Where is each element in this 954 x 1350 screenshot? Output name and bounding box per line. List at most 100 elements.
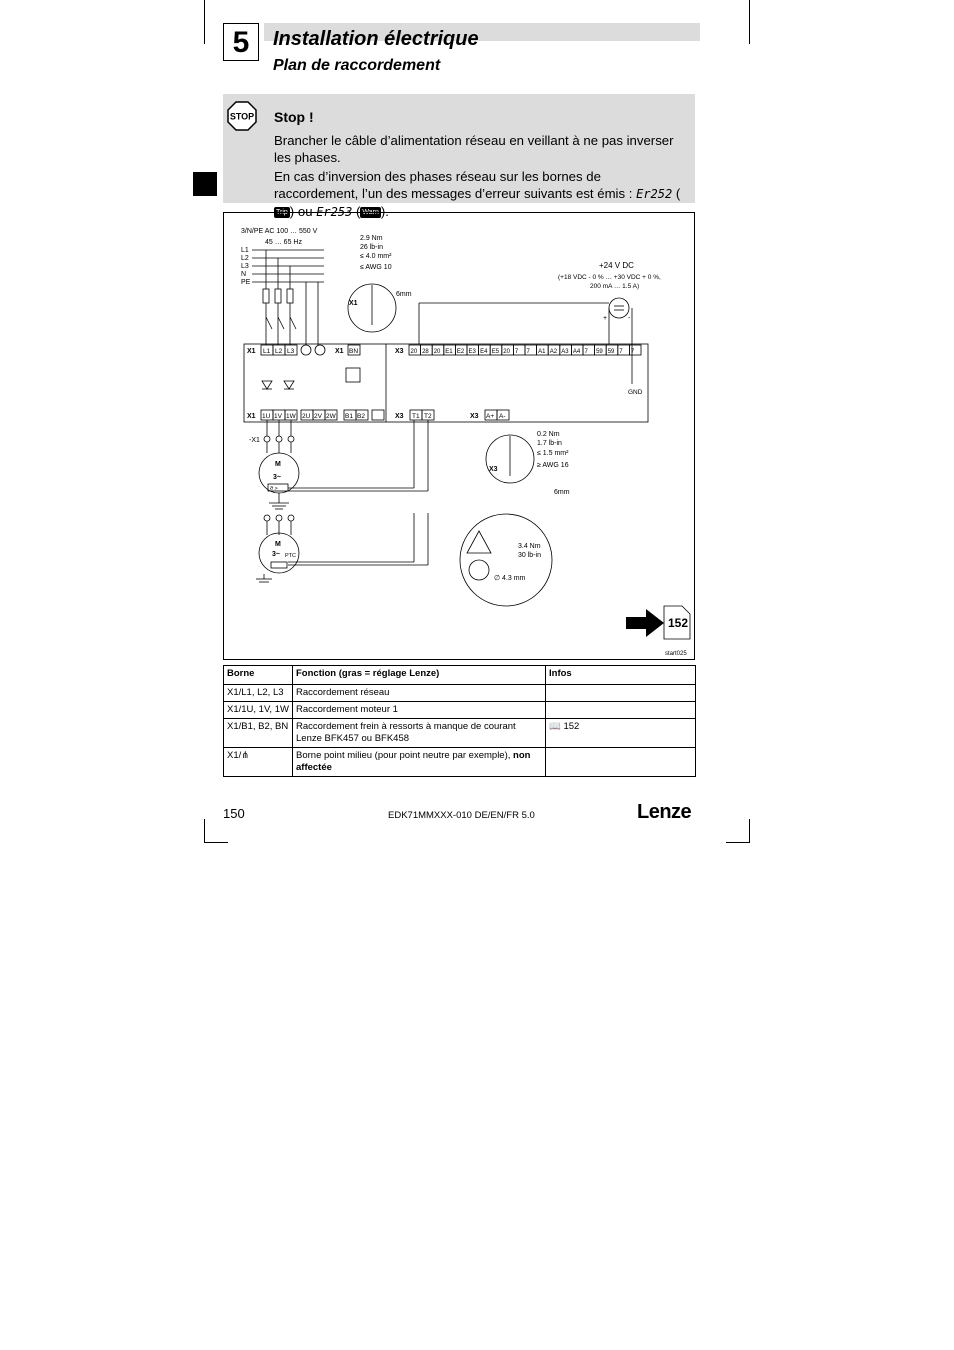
phase-label: PE [241,279,251,286]
dc-spec-2: 200 mA … 1.5 A) [590,283,639,290]
x3-bubble-label: X3 [489,466,498,473]
strip-length-label: 6mm [554,489,570,496]
pe-torque-label: 3.4 Nm [518,543,541,550]
torque-label: ≤ AWG 10 [360,264,392,271]
table-row: X1/L1, L2, L3 Raccordement réseau [223,684,696,702]
crop-mark [204,842,228,843]
wiring-diagram: 3/N/PE AC 100 … 550 V 45 … 65 Hz L1 L2 L… [223,212,695,660]
x1-label: X1 [247,348,256,355]
terminal-label: 1U [262,413,271,420]
terminal-label: 1W [286,413,297,420]
terminal-label: B2 [357,413,365,420]
phase-label: L2 [241,255,249,262]
torque-label: 26 lb-in [360,244,383,251]
torque-label: 0.2 Nm [537,431,560,438]
book-icon: 📖 [549,721,561,732]
torque-label: ≤ 4.0 mm² [360,253,392,260]
x3-label: X3 [395,348,404,355]
motor-phase: 3~ [273,474,281,481]
terminal-label: 2W [326,413,337,420]
phase-label: L1 [241,247,249,254]
terminal-label: E5 [492,349,500,355]
terminal-label: 1V [274,413,283,420]
terminal-label: 7 [515,349,519,355]
motor-terminal-label: -X1 [249,437,260,444]
document-reference: EDK71MMXXX-010 DE/EN/FR 5.0 [388,810,535,821]
terminal-table: Borne Fonction (gras = réglage Lenze) In… [223,665,696,777]
terminal-label: L3 [287,348,295,355]
ptc-label: PTC [285,553,296,559]
stop-notice [223,94,695,203]
figure-id: start025 [665,651,687,657]
svg-text:STOP: STOP [230,112,254,122]
plus-label: + [603,315,607,322]
terminal-label: A- [499,413,506,420]
pe-torque-label: 30 lb-in [518,552,541,559]
terminal-label: A+ [486,413,494,420]
terminal-label: E2 [457,349,465,355]
x3-label: X3 [395,413,404,420]
torque-label: ≤ 1.5 mm² [537,450,569,457]
terminal-label: 20 [503,349,510,355]
terminal-label: T2 [424,413,432,420]
terminal-label: E1 [445,349,453,355]
terminal-label: B1 [345,413,353,420]
motor-label: M [275,541,281,548]
terminal-label: T1 [412,413,420,420]
torque-label: 2.9 Nm [360,235,383,242]
terminal-label: A4 [573,349,581,355]
terminal-label: 20 [411,349,418,355]
terminal-label: 28 [422,349,429,355]
ref-page-label: 152 [668,616,688,630]
motor-phase: 3~ [272,551,280,558]
stop-paragraph-1: Brancher le câble d’alimentation réseau … [274,133,674,165]
crop-mark [749,819,750,843]
terminal-box [628,344,642,356]
x1-label: X1 [335,348,344,355]
terminal-label: 7 [619,349,623,355]
terminal-label: 59 [596,349,603,355]
arrow-right-icon [626,609,664,637]
terminal-label: 2V [314,413,323,420]
side-tab [193,172,217,196]
strip-length-label: 6mm [396,291,412,298]
dc-spec-1: (+18 VDC - 0 % … +30 VDC + 0 %, [558,274,661,281]
table-header: Borne [223,665,293,685]
page-title: Installation électrique [273,28,479,50]
motor-label: M [275,461,281,468]
page-number: 150 [223,806,245,821]
torque-label: 1.7 lb-in [537,440,562,447]
crop-mark [204,819,205,843]
title-bar [264,23,700,41]
x1-label: X1 [247,413,256,420]
terminal-label: A1 [538,349,546,355]
terminal-label: L2 [275,348,283,355]
terminal-label: BN [349,348,358,355]
x1-bubble-label: X1 [349,300,358,307]
terminal-label: 7 [585,349,589,355]
thermal-label: ϑ > [270,486,278,492]
table-header: Fonction (gras = réglage Lenze) [292,665,546,685]
table-row: X1/⋔ Borne point milieu (pour point neut… [223,747,696,777]
phase-label: N [241,271,246,278]
stop-title: Stop ! [274,109,314,125]
terminal-label: A2 [550,349,558,355]
terminal-label: 20 [434,349,441,355]
gnd-label: GND [628,389,643,396]
crop-mark [204,0,205,44]
wiring-diagram-svg: 3/N/PE AC 100 … 550 V 45 … 65 Hz L1 L2 L… [241,228,691,657]
star-point-icon: ⋔ [241,750,250,761]
pe-diameter-label: ∅ 4.3 mm [494,575,526,582]
freq-label: 45 … 65 Hz [265,239,302,246]
terminal-label: E4 [480,349,488,355]
supply-label: 3/N/PE AC 100 … 550 V [241,228,318,235]
x3-label: X3 [470,413,479,420]
crop-mark [726,842,750,843]
dc-title: +24 V DC [599,261,634,270]
crop-mark [749,0,750,44]
terminal-label: 7 [527,349,531,355]
terminal-label: 59 [608,349,615,355]
brand-logo: Lenze [637,801,692,823]
stop-icon: STOP [227,101,257,131]
page-icon [663,605,691,640]
